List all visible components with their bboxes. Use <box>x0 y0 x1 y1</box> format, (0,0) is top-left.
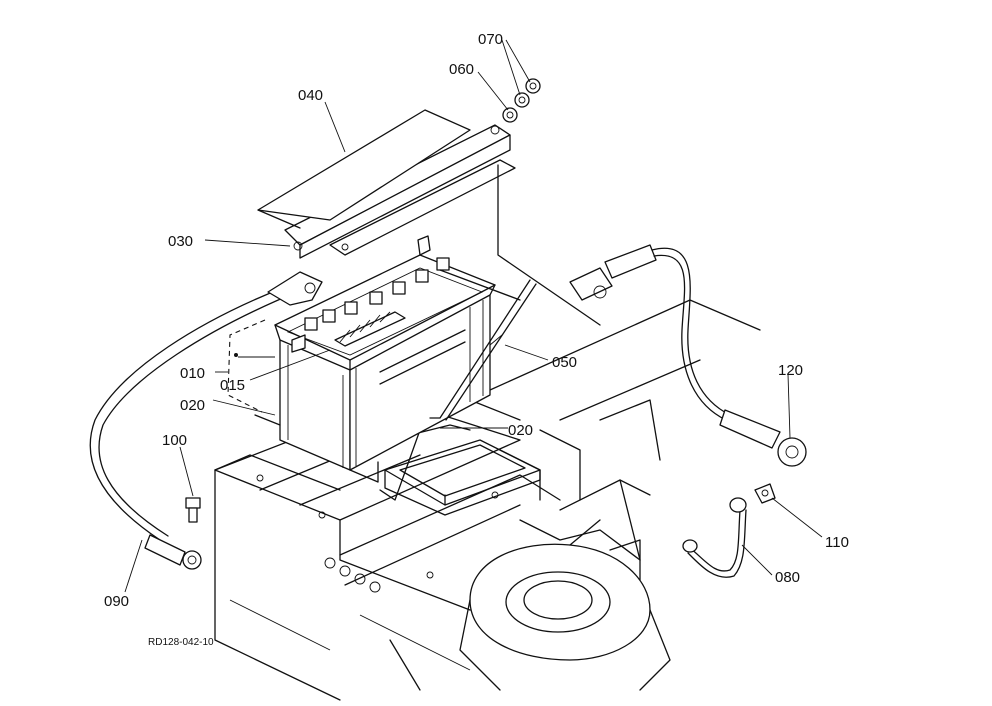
front-axle-casting <box>459 519 671 691</box>
hold-down-bar <box>284 124 516 259</box>
battery-cover <box>257 109 471 229</box>
callout-030: 030 <box>168 233 193 250</box>
callout-050: 050 <box>552 354 577 371</box>
positive-cable <box>569 244 807 467</box>
ground-strap <box>682 483 776 578</box>
bracket-dot <box>234 353 238 357</box>
leader-lines <box>124 39 823 593</box>
callout-015: 015 <box>220 377 245 394</box>
drawing-code: RD128-042-10 <box>148 637 214 648</box>
nut-washer-set <box>502 78 541 123</box>
callout-060: 060 <box>449 61 474 78</box>
battery-caps <box>304 257 450 331</box>
negative-cable <box>89 271 323 570</box>
bolt <box>185 497 201 523</box>
callout-080: 080 <box>775 569 800 586</box>
callout-090: 090 <box>104 593 129 610</box>
callout-020-upper: 020 <box>180 397 205 414</box>
callout-020-lower: 020 <box>508 422 533 439</box>
callout-070: 070 <box>478 31 503 48</box>
callout-100: 100 <box>162 432 187 449</box>
callout-110: 110 <box>825 534 849 551</box>
callout-120: 120 <box>778 362 803 379</box>
callout-040: 040 <box>298 87 323 104</box>
callout-010: 010 <box>180 365 205 382</box>
hold-down-rod <box>429 164 601 421</box>
callout-labels: 070 060 040 030 010 015 020 020 050 120 … <box>104 31 849 648</box>
battery <box>254 235 496 483</box>
battery-tray <box>379 424 541 516</box>
battery-assembly-bracket <box>227 319 266 413</box>
